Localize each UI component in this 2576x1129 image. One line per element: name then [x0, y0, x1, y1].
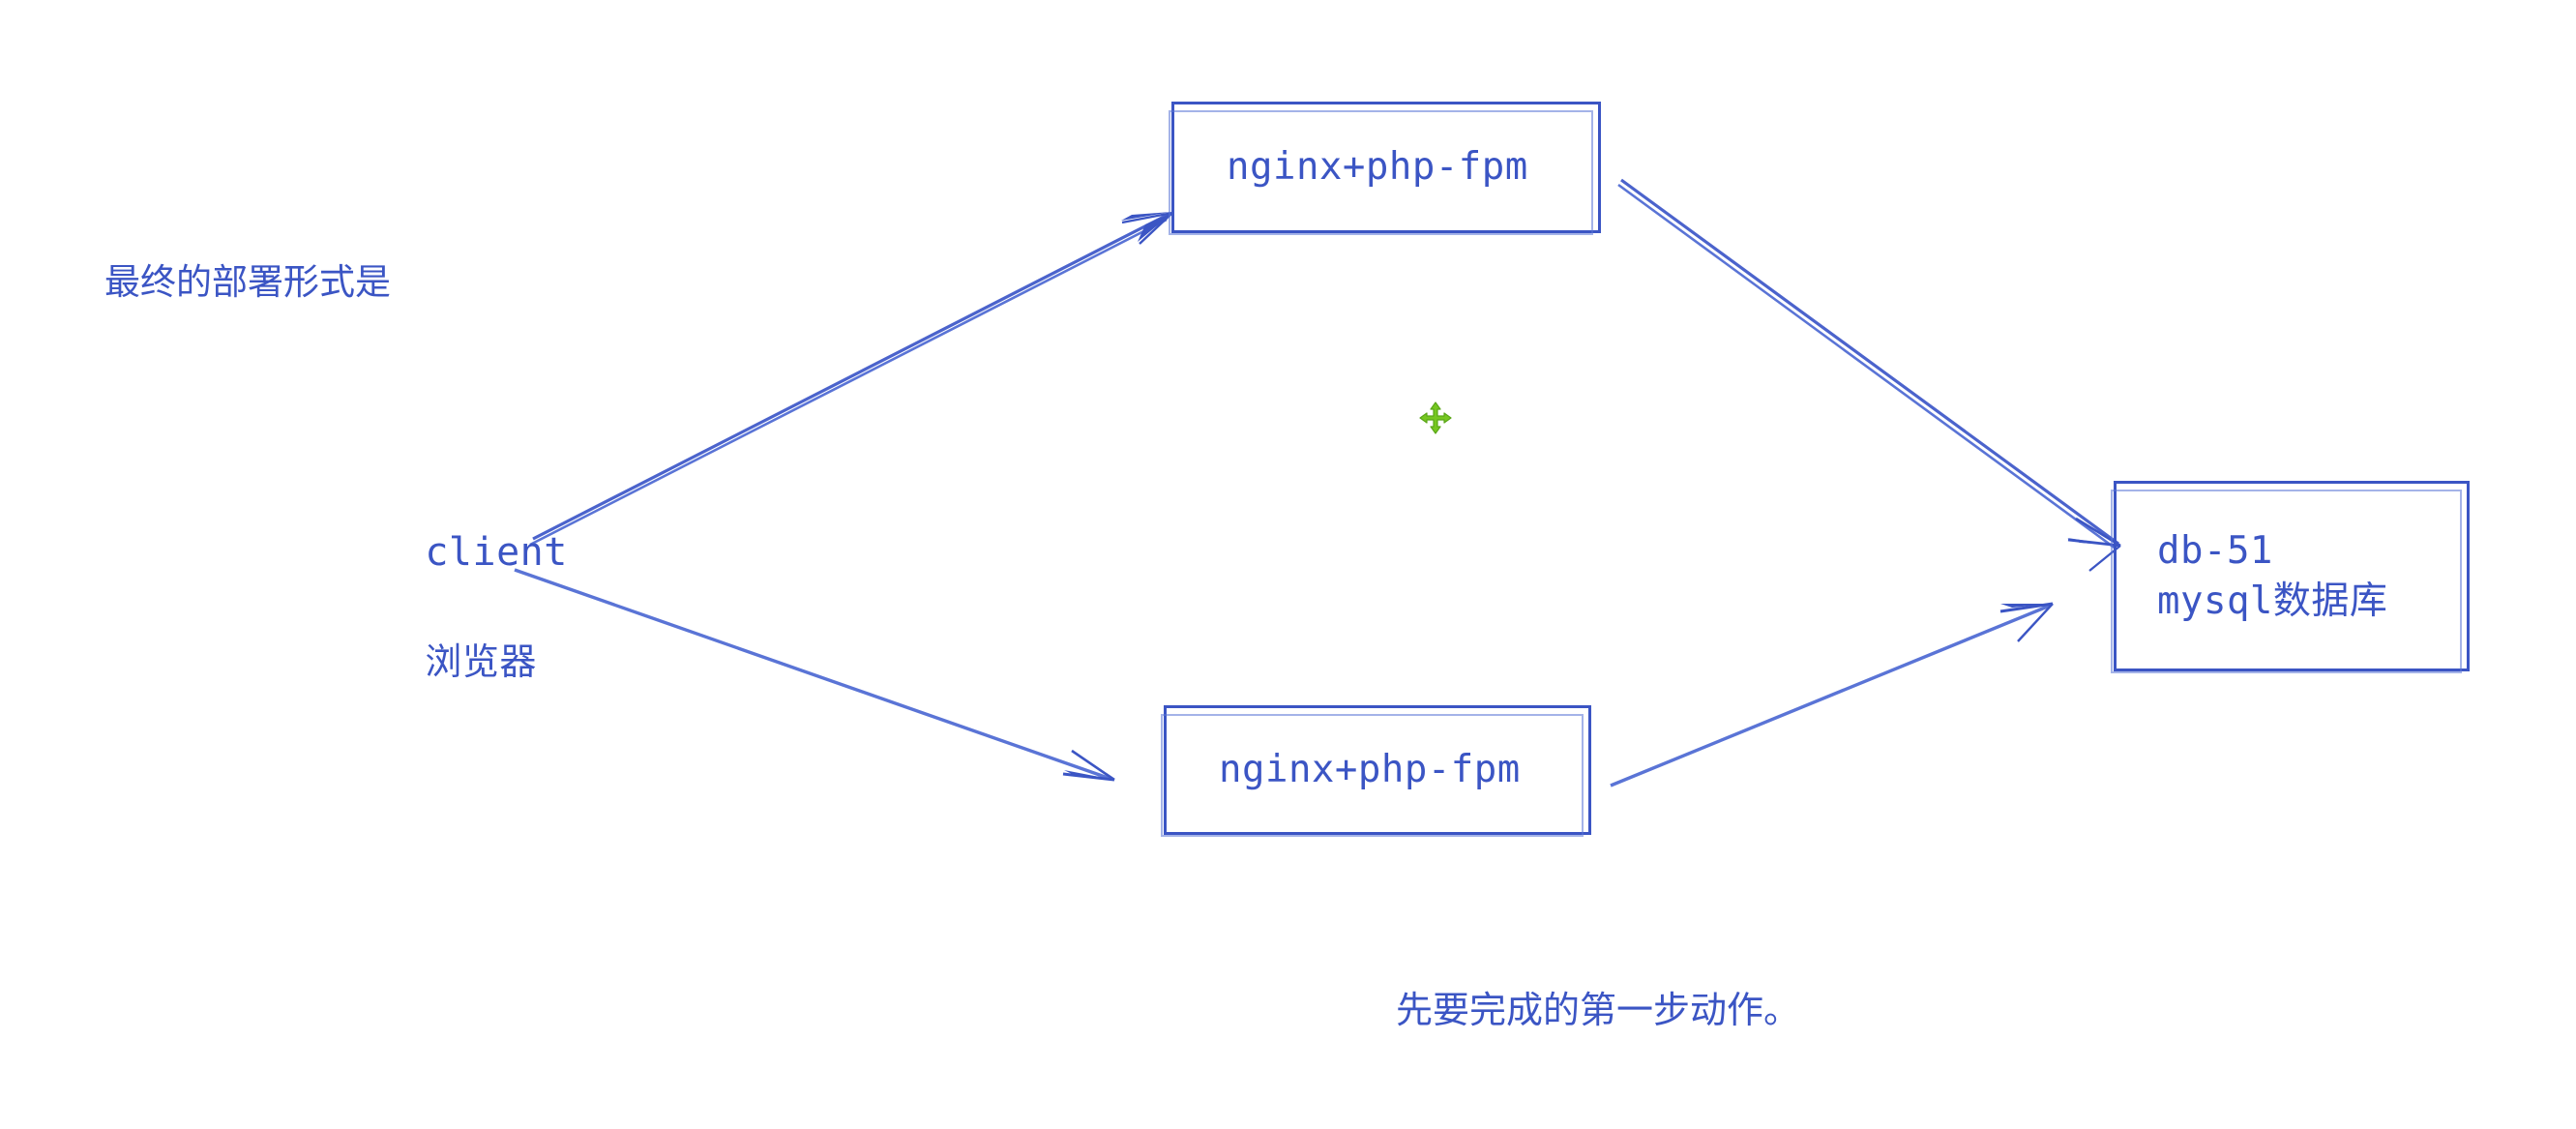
node-nginx-top-label: nginx+php-fpm [1227, 145, 1528, 190]
node-client-name: client [425, 529, 568, 575]
caption-annotation: 先要完成的第一步动作。 [1396, 991, 1801, 1031]
node-client-subtitle: 浏览器 [425, 640, 537, 684]
edge-client-to-nginx-bottom [514, 568, 1115, 782]
node-db-subtitle: mysql数据库 [2157, 579, 2388, 623]
heading-annotation: 最终的部署形式是 [104, 262, 391, 302]
move-cursor-icon [1419, 401, 1452, 434]
node-client: client 浏览器 [330, 470, 568, 745]
node-nginx-top[interactable]: nginx+php-fpm [1169, 102, 1601, 235]
edge-client-to-nginx-top [529, 211, 1173, 547]
edge-nginx-bottom-to-db [1610, 602, 2054, 787]
node-db-label-group: db-51 mysql数据库 [2157, 526, 2387, 626]
node-db[interactable]: db-51 mysql数据库 [2111, 481, 2470, 673]
edge-nginx-top-to-db [1617, 178, 2121, 572]
node-nginx-bottom-label: nginx+php-fpm [1219, 748, 1521, 792]
node-nginx-bottom[interactable]: nginx+php-fpm [1161, 705, 1591, 837]
node-db-name: db-51 [2157, 529, 2273, 574]
